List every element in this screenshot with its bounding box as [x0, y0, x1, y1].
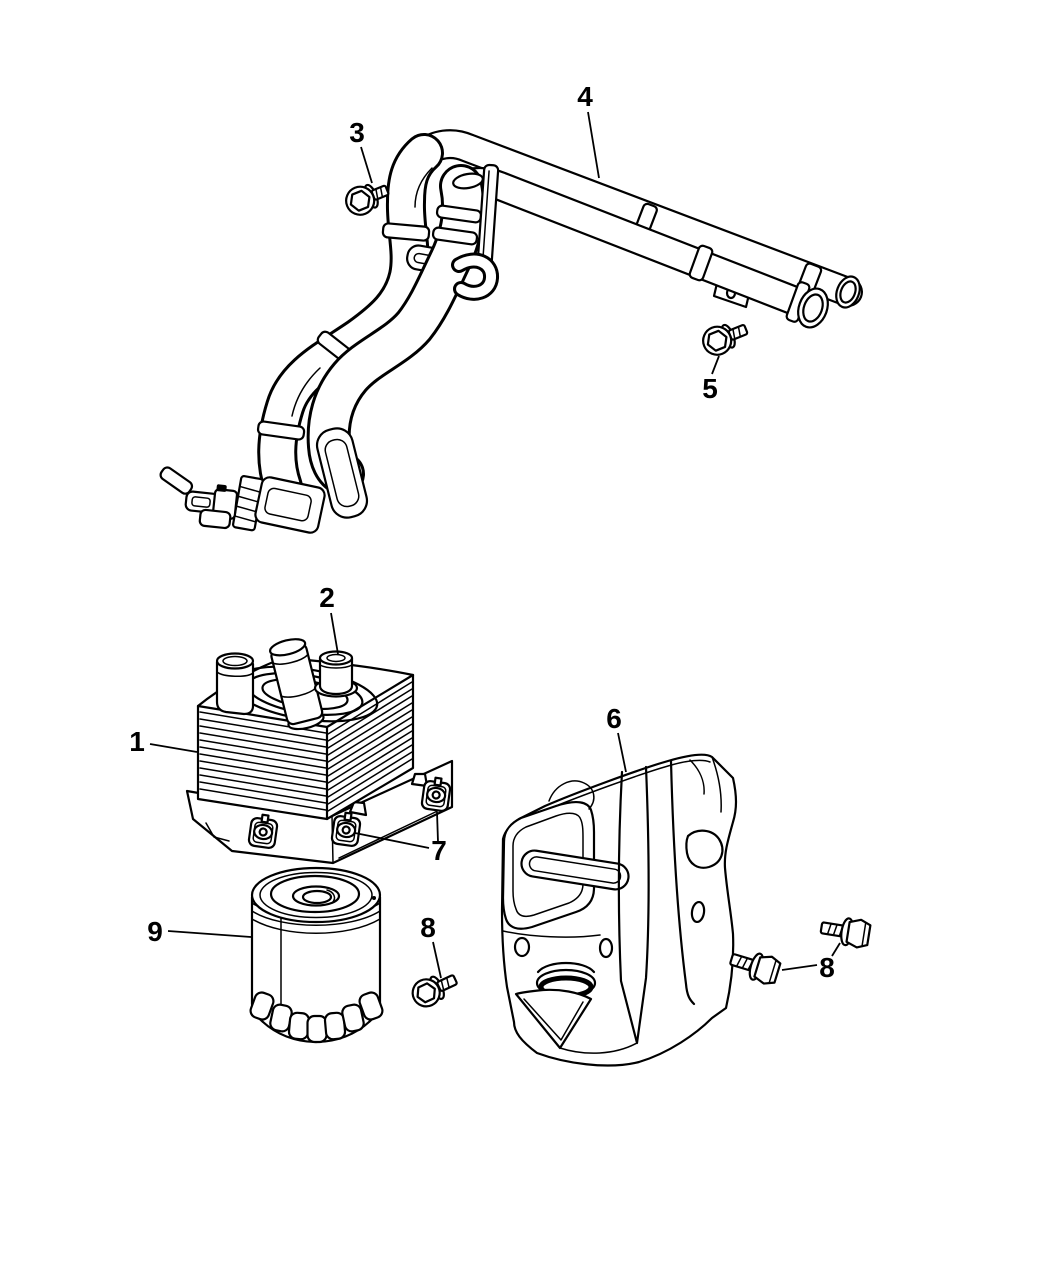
callout-2: 2 — [319, 582, 339, 655]
bolt-3-drawing — [345, 183, 390, 216]
fitting-stub — [159, 466, 194, 495]
callout-2-leader — [330, 612, 339, 655]
tube-flanged-end — [797, 287, 829, 329]
callout-8-right-label: 8 — [819, 952, 835, 983]
callout-4: 4 — [577, 81, 600, 179]
callout-2-label: 2 — [319, 582, 335, 613]
tube-clamp-ring — [688, 244, 714, 282]
bolt-8-left-drawing — [411, 974, 458, 1008]
callouts: 1 2 3 4 5 6 7 8 — [129, 81, 841, 983]
oil-cooler-connector-drawing — [313, 650, 359, 698]
callout-3-label: 3 — [349, 117, 365, 148]
callout-1: 1 — [129, 726, 198, 757]
callout-9-label: 9 — [147, 916, 163, 947]
callout-3: 3 — [349, 117, 373, 184]
mounting-stud-drawing — [330, 811, 362, 847]
shield-hole — [598, 937, 614, 959]
callout-6-leader — [617, 732, 627, 773]
plate-tab — [348, 800, 368, 817]
callout-8-left-label: 8 — [420, 912, 436, 943]
callout-5-label: 5 — [702, 373, 718, 404]
callout-6-label: 6 — [606, 703, 622, 734]
shield-slot — [520, 849, 630, 891]
bolt-8a-drawing — [729, 952, 782, 985]
filter-bottom-flutes — [249, 991, 384, 1044]
shield-bottom-flap — [514, 988, 593, 1050]
callout-9-leader — [167, 930, 252, 938]
callout-8-right: 8 — [781, 942, 841, 983]
callout-8-left-leader — [432, 941, 442, 979]
quick-connect-fitting — [198, 508, 232, 530]
oil-cooler-drawing — [185, 638, 454, 865]
callout-3-leader — [360, 146, 373, 184]
callout-5: 5 — [702, 355, 720, 404]
callout-8-right-leader — [781, 964, 818, 971]
cooler-inlet-nipple — [215, 652, 255, 716]
hose-clamp-ring — [381, 222, 431, 242]
cooler-outlet-nipple — [268, 638, 325, 731]
mounting-stud-drawing — [247, 813, 279, 849]
cooler-fins-left — [199, 711, 327, 811]
plate-tab — [410, 772, 429, 788]
callout-7-leader — [436, 811, 439, 843]
hose-open-end — [315, 427, 369, 519]
mounting-stud-drawing — [420, 776, 452, 812]
tube-assembly-drawing — [159, 129, 863, 534]
callout-1-leader — [149, 743, 198, 753]
filter-top — [250, 866, 382, 924]
callout-7-label: 7 — [431, 835, 447, 866]
retainer-clip — [216, 484, 227, 492]
oil-filter-drawing — [249, 866, 384, 1044]
shield-hole — [690, 900, 706, 924]
callout-9: 9 — [147, 916, 252, 947]
callout-1-label: 1 — [129, 726, 145, 757]
tube-open-end — [835, 275, 861, 309]
shield-right-boss — [685, 829, 724, 869]
hose-clamp-ring — [256, 420, 306, 441]
heat-shield-drawing — [500, 753, 738, 1067]
bolt-8b-drawing — [819, 917, 872, 949]
shield-hole — [513, 936, 531, 958]
callout-6: 6 — [606, 703, 627, 773]
callout-7: 7 — [354, 811, 447, 866]
pipe-ring — [431, 226, 479, 246]
callout-8-left: 8 — [420, 912, 442, 979]
bolt-5-drawing — [702, 323, 749, 356]
callout-7-leader — [354, 832, 430, 849]
callout-8-right-leader — [831, 942, 841, 957]
hose-connector-block — [159, 466, 326, 534]
callout-4-label: 4 — [577, 81, 593, 112]
callout-4-leader — [587, 111, 600, 179]
callout-5-leader — [711, 355, 720, 375]
